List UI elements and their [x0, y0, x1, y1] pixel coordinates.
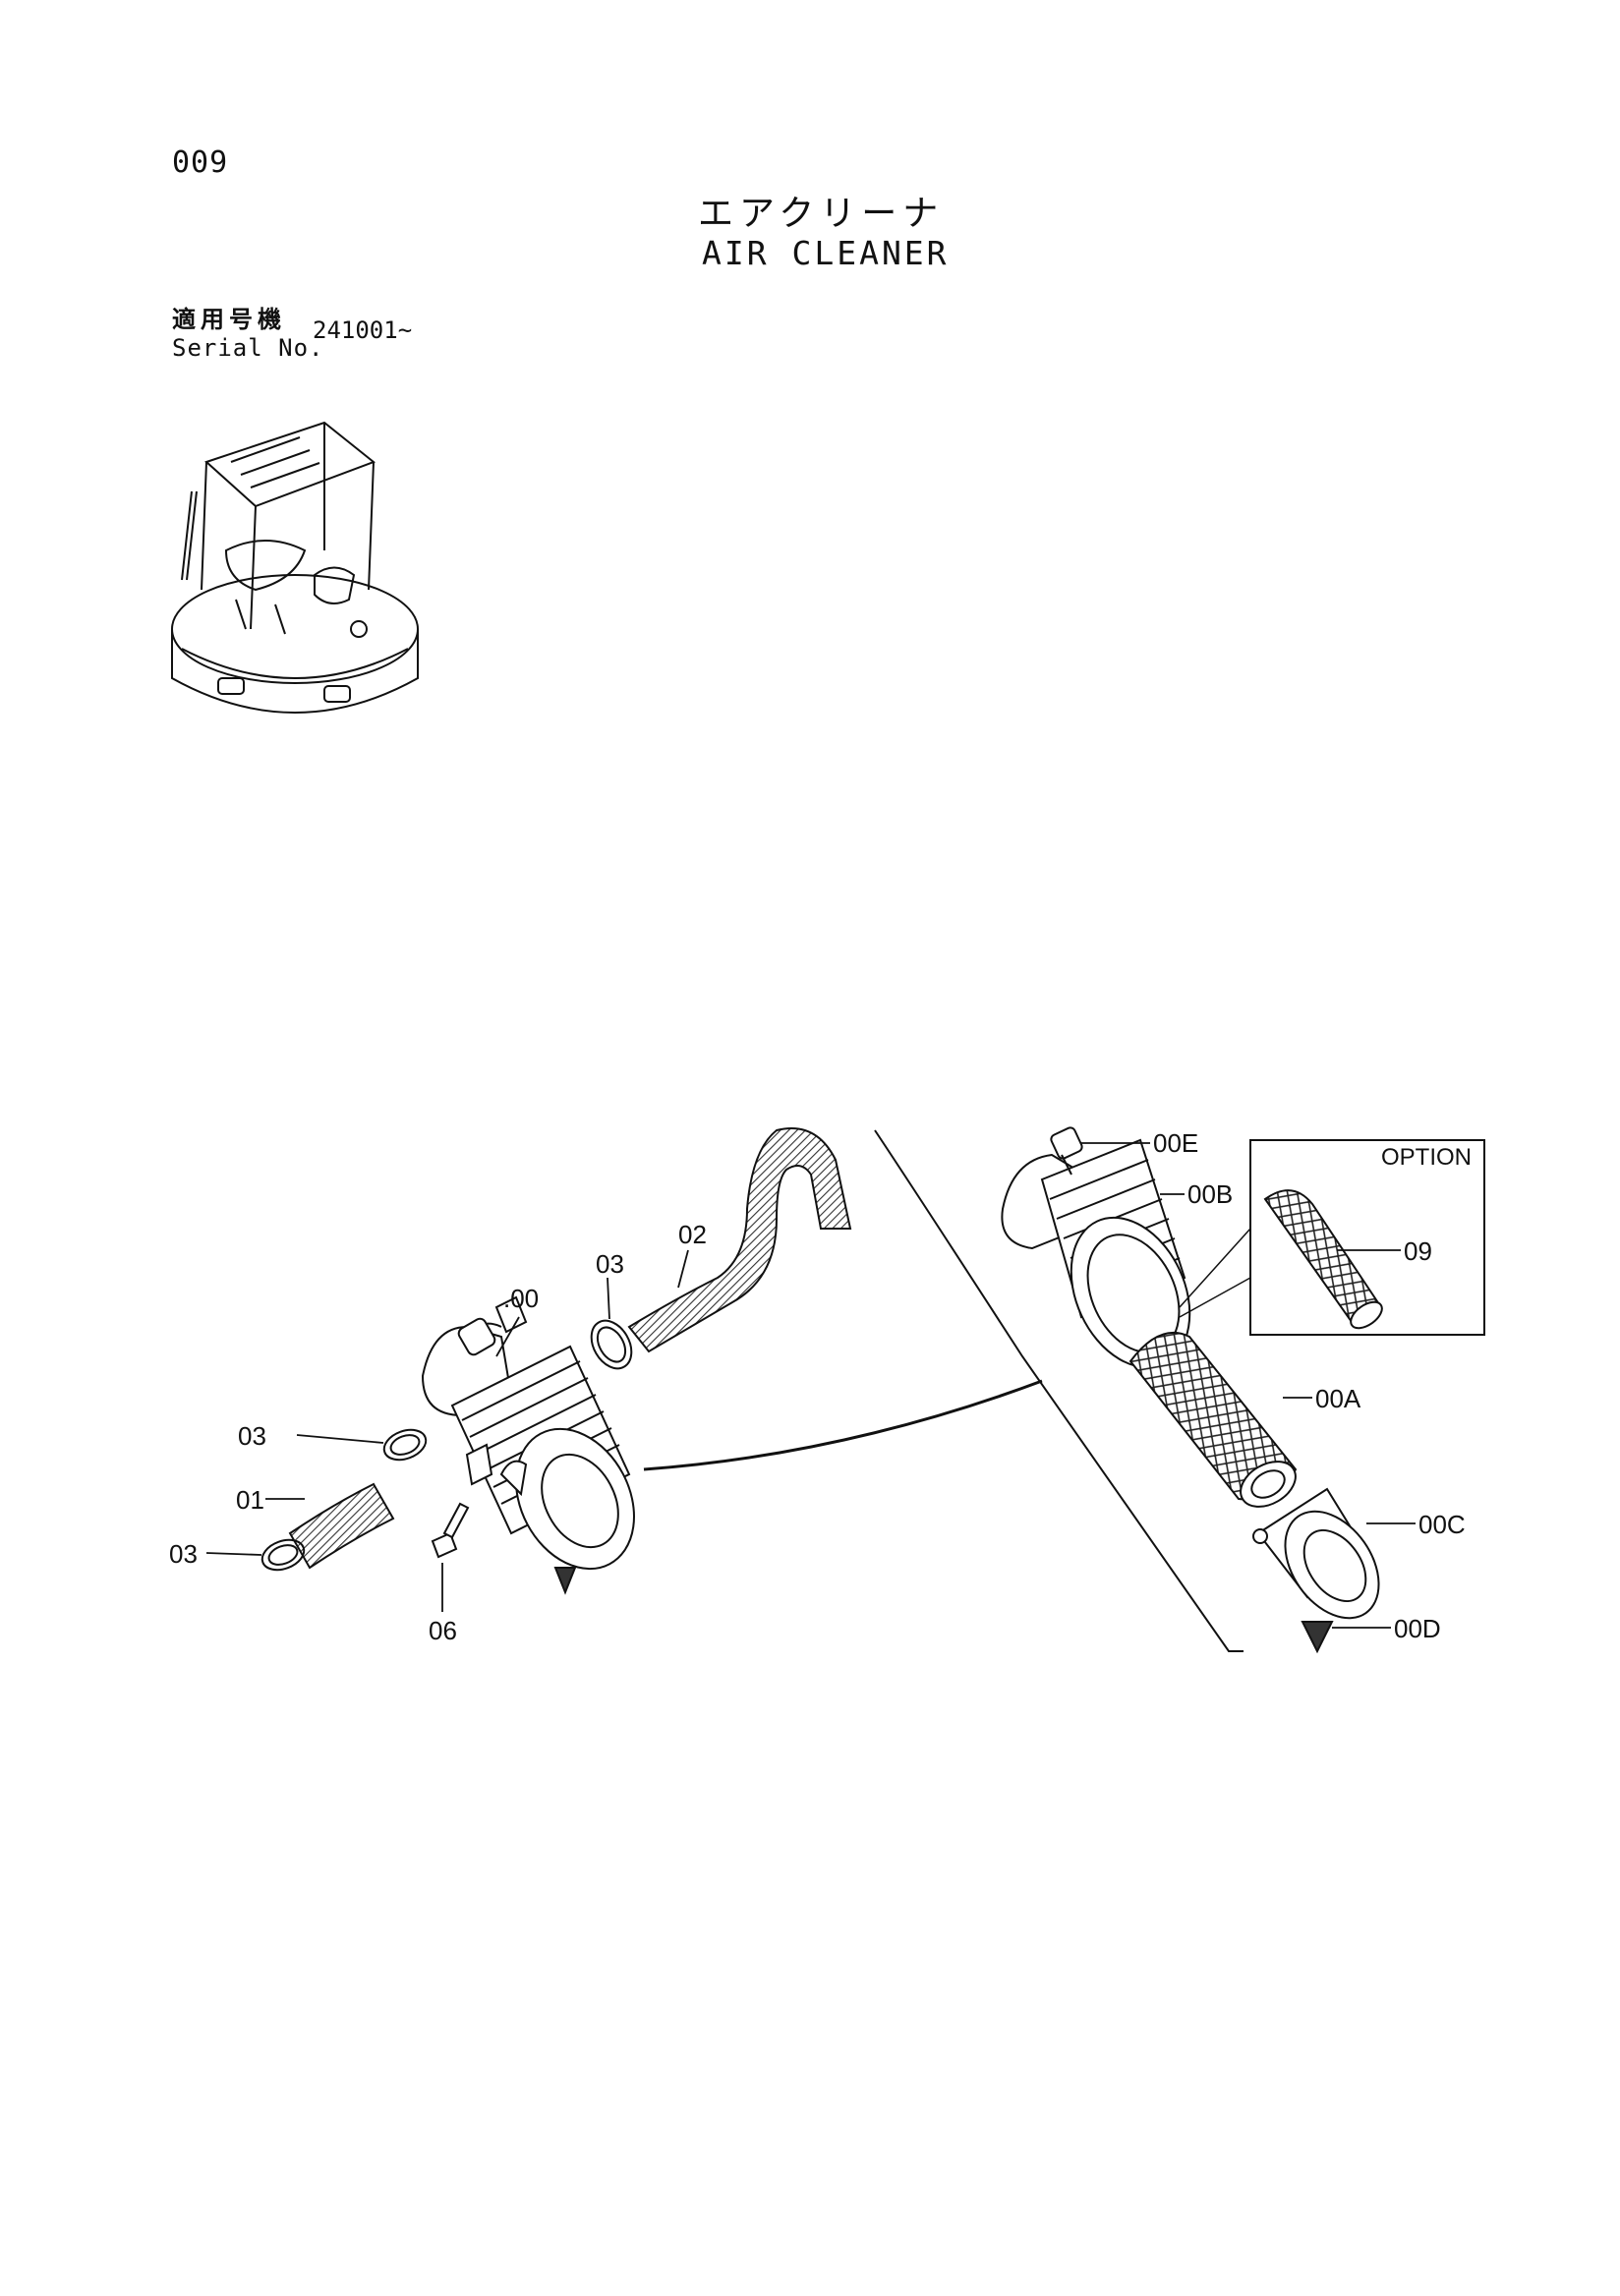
callout-00: .00 [503, 1284, 539, 1313]
cap-00C [1252, 1487, 1380, 1620]
bolt-06 [431, 1502, 470, 1559]
callout-03-left-bottom: 03 [169, 1539, 198, 1569]
callout-00C: 00C [1418, 1510, 1466, 1539]
exploded-view-connector [643, 1379, 1043, 1471]
option-pointer-lines [1179, 1228, 1251, 1318]
serial-number-value: 241001~ [313, 316, 413, 344]
callout-09: 09 [1404, 1236, 1432, 1266]
clamp-03-left-top [382, 1428, 428, 1462]
exploded-view-boundary [874, 1129, 1244, 1652]
serial-label-japanese: 適用号機 [172, 306, 286, 333]
clamp-03-left-bottom [260, 1538, 306, 1572]
callout-00A: 00A [1315, 1384, 1361, 1413]
callout-00B: 00B [1187, 1179, 1233, 1209]
callout-03-left-top: 03 [238, 1421, 266, 1451]
callout-01: 01 [236, 1485, 264, 1515]
callout-02: 02 [678, 1220, 707, 1249]
option-box: OPTION [1249, 1139, 1485, 1336]
callout-06: 06 [429, 1616, 457, 1645]
callout-03-top: 03 [596, 1249, 624, 1279]
title-english: AIR CLEANER [702, 234, 950, 272]
valve-00D [1301, 1621, 1334, 1654]
air-cleaner-main-assembly [421, 1295, 635, 1595]
machine-location-illustration [171, 421, 419, 714]
filter-element-00A [1128, 1332, 1298, 1508]
callout-labels: .00 03 01 03 06 02 03 00E 00B 00A 00C 00… [169, 1128, 1466, 1645]
option-label: OPTION [1381, 1144, 1472, 1171]
page-number: 009 [172, 145, 229, 180]
serial-label-english: Serial No. [172, 334, 324, 362]
housing-00B [1001, 1138, 1191, 1369]
clamp-03-top [590, 1319, 633, 1370]
title-japanese: エアクリーナ [698, 194, 945, 234]
valve-00E [1050, 1126, 1083, 1176]
hose-02 [627, 1127, 852, 1353]
hose-01 [288, 1482, 395, 1570]
leader-lines [205, 1142, 1416, 1629]
callout-00E: 00E [1153, 1128, 1198, 1158]
callout-00D: 00D [1394, 1614, 1441, 1643]
